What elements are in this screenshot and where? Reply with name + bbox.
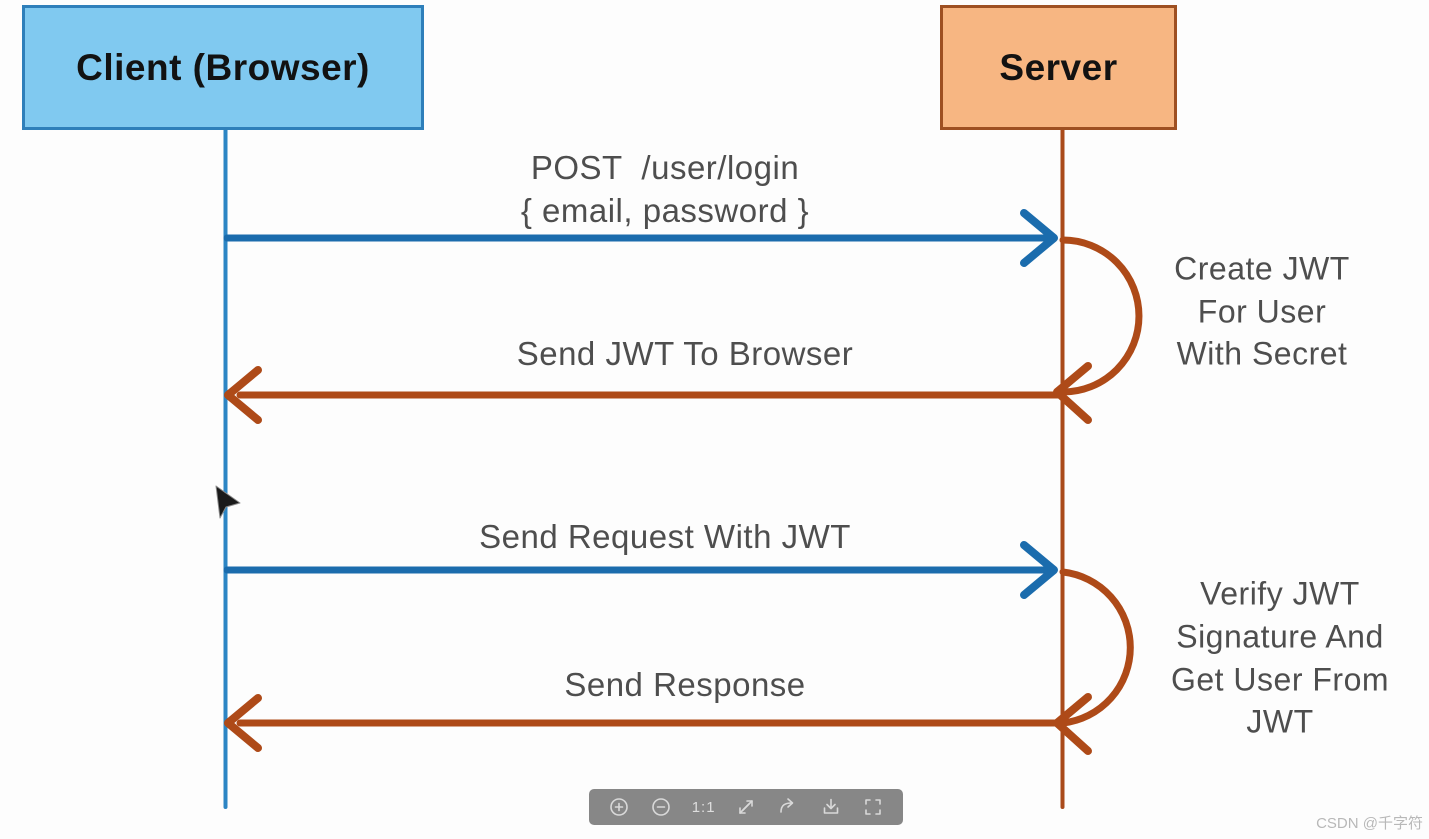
arrowhead-left-2 xyxy=(224,366,262,424)
loop2-label-line2: Signature And xyxy=(1176,618,1384,655)
mouse-cursor xyxy=(215,485,241,519)
arrowhead-left-4 xyxy=(224,694,262,752)
download-button[interactable] xyxy=(819,795,843,819)
fullscreen-icon xyxy=(865,799,881,815)
zoom-out-button[interactable] xyxy=(649,795,673,819)
resize-expand-button[interactable] xyxy=(734,795,758,819)
message-label-post-login-line1: POST /user/login xyxy=(530,149,800,186)
loop2-label-line3: Get User From xyxy=(1170,661,1390,698)
actor-client-box: Client (Browser) xyxy=(22,5,424,130)
zoom-in-icon xyxy=(610,798,628,816)
arrowhead-right-1 xyxy=(1020,209,1058,267)
resize-expand-icon xyxy=(739,800,753,814)
zoom-ratio-label: 1:1 xyxy=(691,798,716,816)
loop2-label-line1: Verify JWT xyxy=(1200,575,1360,612)
redo-arrow-icon xyxy=(780,798,794,813)
zoom-in-button[interactable] xyxy=(607,795,631,819)
download-icon xyxy=(823,798,838,814)
loop1-label-line1: Create JWT xyxy=(1174,250,1350,287)
actor-client-label: Client (Browser) xyxy=(76,46,370,88)
redo-button[interactable] xyxy=(776,795,800,819)
zoom-out-icon xyxy=(652,798,671,816)
message-label-send-response: Send Response xyxy=(564,666,806,703)
actor-server-label: Server xyxy=(999,46,1118,88)
loop1-label-line3: With Secret xyxy=(1176,335,1348,372)
image-viewer-toolbar: 1:1 xyxy=(589,789,903,825)
zoom-ratio-button[interactable]: 1:1 xyxy=(692,795,716,819)
message-label-request-jwt: Send Request With JWT xyxy=(479,518,851,555)
fullscreen-button[interactable] xyxy=(861,795,885,819)
actor-server-box: Server xyxy=(940,5,1177,130)
message-label-send-jwt: Send JWT To Browser xyxy=(516,335,854,372)
server-self-loop-2 xyxy=(1059,568,1134,727)
loop2-label-line4: JWT xyxy=(1246,703,1314,740)
message-label-post-login-line2: { email, password } xyxy=(520,192,810,229)
arrowhead-right-3 xyxy=(1020,541,1058,599)
server-self-loop-1 xyxy=(1059,236,1143,396)
csdn-watermark: CSDN @千字符 xyxy=(1316,815,1423,832)
loop1-label-line2: For User xyxy=(1197,293,1327,330)
